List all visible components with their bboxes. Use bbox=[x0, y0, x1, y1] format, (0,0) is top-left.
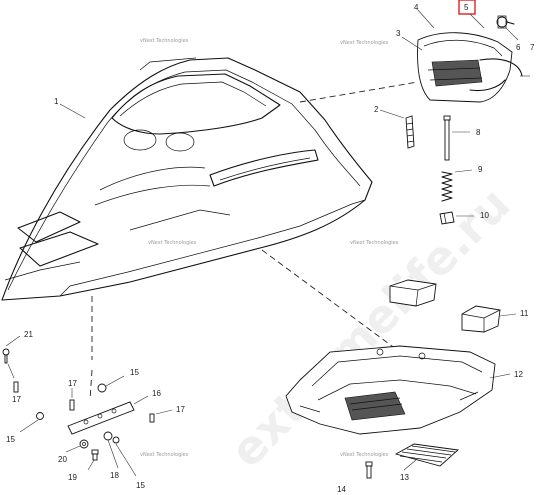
callout-5: 5 bbox=[464, 3, 469, 12]
bolt-part bbox=[69, 399, 75, 411]
callout-15c: 15 bbox=[136, 481, 145, 490]
callout-10: 10 bbox=[480, 211, 489, 220]
callout-9: 9 bbox=[478, 165, 483, 174]
nut-part bbox=[439, 211, 455, 225]
watermark-stamp: vNext Technologies bbox=[350, 240, 399, 246]
leader-line bbox=[115, 443, 137, 477]
leader-line bbox=[417, 9, 435, 29]
callout-15b: 15 bbox=[6, 435, 15, 444]
hood-part bbox=[1, 57, 373, 301]
callout-2: 2 bbox=[374, 105, 379, 114]
foam-block-part bbox=[389, 279, 437, 307]
callout-14: 14 bbox=[337, 485, 346, 494]
screw-part bbox=[2, 348, 10, 364]
leader-line bbox=[5, 335, 21, 347]
adjuster-screw-part bbox=[405, 115, 415, 149]
watermark-stamp: vNext Technologies bbox=[340, 40, 389, 46]
callout-16: 16 bbox=[152, 389, 161, 398]
callout-3: 3 bbox=[396, 29, 401, 38]
callout-18: 18 bbox=[110, 471, 119, 480]
callout-13: 13 bbox=[400, 473, 409, 482]
callout-17c: 17 bbox=[12, 395, 21, 404]
watermark-stamp: vNext Technologies bbox=[140, 452, 189, 458]
washer-part bbox=[103, 431, 113, 441]
screw-part bbox=[365, 461, 373, 479]
bolt-part bbox=[443, 115, 451, 161]
callout-17b: 17 bbox=[176, 405, 185, 414]
headlight-assembly bbox=[417, 32, 523, 103]
vent-grille-part bbox=[394, 443, 460, 467]
leader-line bbox=[379, 109, 405, 119]
callout-6: 6 bbox=[516, 43, 521, 52]
watermark-stamp: vNext Technologies bbox=[140, 38, 189, 44]
callout-19: 19 bbox=[68, 473, 77, 482]
bulb-part bbox=[496, 15, 515, 29]
leader-line bbox=[65, 445, 81, 453]
leader-line bbox=[107, 439, 119, 469]
callout-15a: 15 bbox=[130, 368, 139, 377]
callout-highlight-box bbox=[458, 0, 476, 15]
assembly-line bbox=[261, 249, 401, 353]
leader-line bbox=[499, 313, 517, 317]
nut-part bbox=[112, 436, 120, 444]
watermark-stamp: vNext Technologies bbox=[340, 452, 389, 458]
nut-part bbox=[36, 412, 44, 420]
leader-line bbox=[19, 419, 39, 433]
mounting-bracket-part bbox=[67, 401, 135, 435]
assembly-line bbox=[299, 81, 419, 103]
assembly-line bbox=[89, 369, 93, 401]
callout-12: 12 bbox=[514, 370, 523, 379]
leader-line bbox=[87, 459, 95, 471]
bolt-part bbox=[13, 381, 19, 393]
leader-line bbox=[133, 395, 149, 405]
leader-line bbox=[489, 373, 511, 379]
nut-part bbox=[97, 383, 107, 393]
callout-20: 20 bbox=[58, 455, 67, 464]
callout-7: 7 bbox=[530, 43, 535, 52]
leader-line bbox=[7, 363, 15, 379]
bolt-part bbox=[91, 449, 99, 461]
leader-line bbox=[469, 13, 485, 29]
callout-11: 11 bbox=[520, 309, 529, 318]
washer-part bbox=[79, 439, 89, 449]
storage-tray-part bbox=[285, 345, 496, 435]
callout-4: 4 bbox=[414, 3, 419, 12]
leader-line bbox=[505, 27, 519, 41]
bolt-part bbox=[149, 413, 155, 423]
leader-line bbox=[105, 375, 125, 387]
callout-21: 21 bbox=[24, 330, 33, 339]
spring-part bbox=[441, 171, 453, 202]
watermark-stamp: vNext Technologies bbox=[148, 240, 197, 246]
leader-line bbox=[155, 409, 173, 415]
callout-8: 8 bbox=[476, 128, 481, 137]
leader-line bbox=[403, 459, 417, 471]
leader-line bbox=[454, 169, 473, 173]
leader-line bbox=[59, 103, 86, 119]
callout-17a: 17 bbox=[68, 379, 77, 388]
leader-line bbox=[401, 36, 423, 51]
callout-1: 1 bbox=[54, 97, 59, 106]
foam-block-part bbox=[461, 305, 501, 333]
